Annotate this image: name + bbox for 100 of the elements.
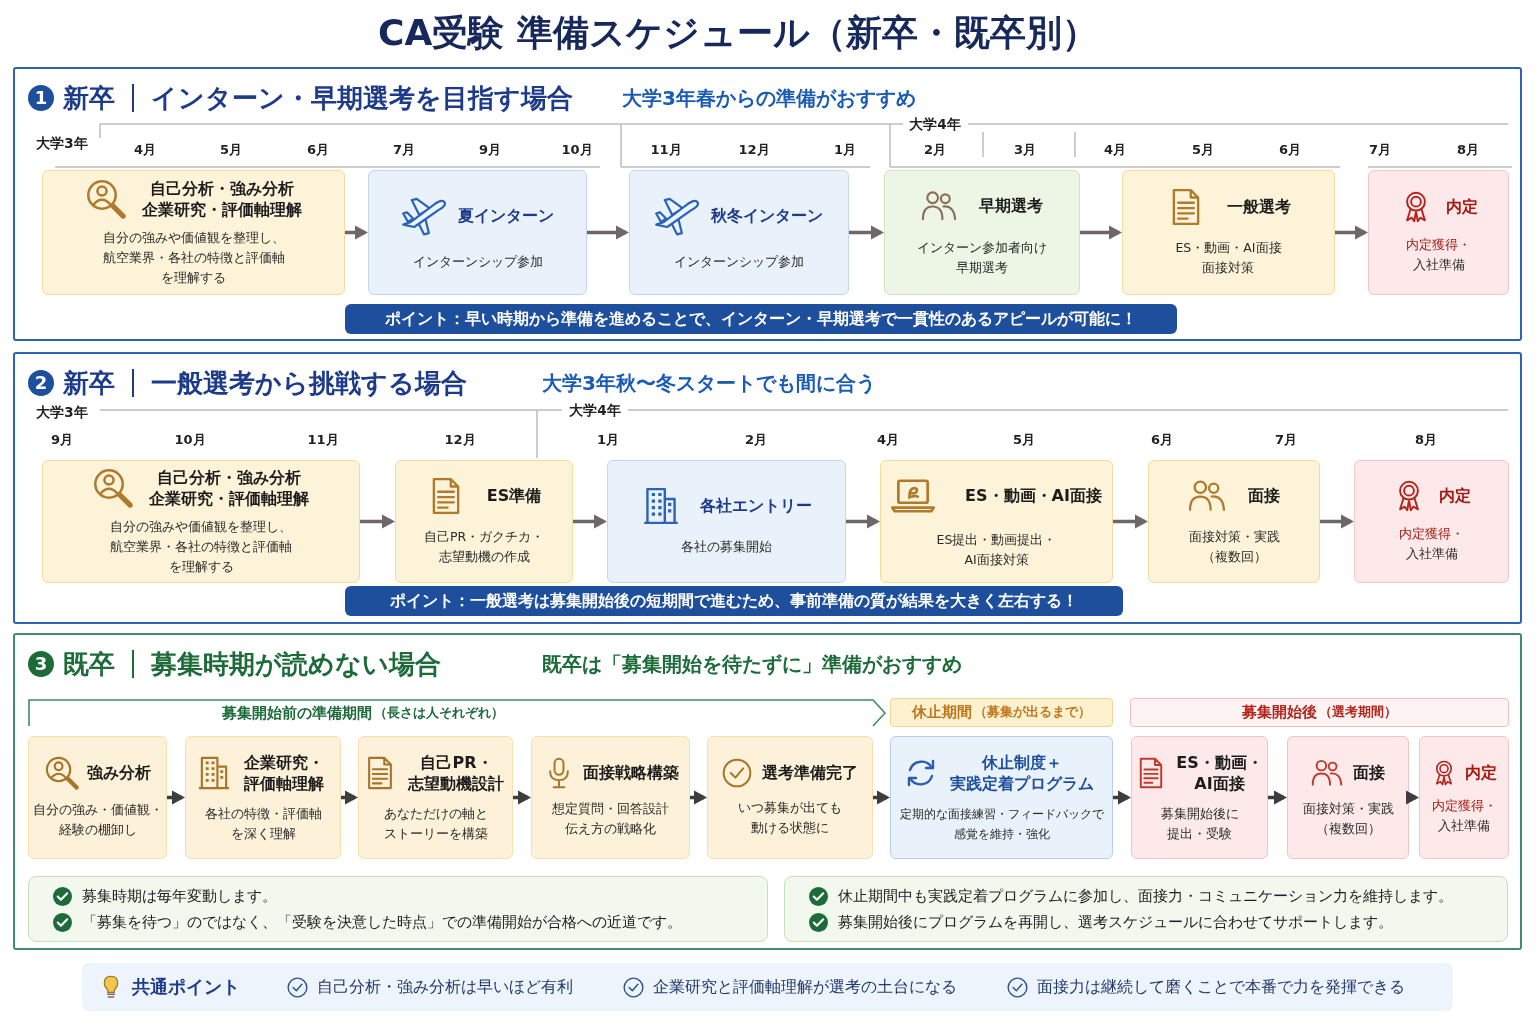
month-label: 4月	[134, 142, 156, 158]
step-description: 想定質問・回答設計	[552, 799, 669, 818]
page-title: CA受験 準備スケジュール（新卒・既卒別）	[378, 11, 1098, 55]
section-number: 2	[28, 370, 54, 396]
step-title: 企業研究・評価軸理解	[149, 487, 309, 509]
common-point-text: 自己分析・強み分析は早いほど有利	[317, 976, 573, 998]
step-card	[368, 170, 587, 295]
flow-arrow	[1080, 225, 1122, 240]
month-label: 4月	[877, 432, 899, 448]
phase-note: （長さは人それぞれ）	[374, 704, 504, 722]
phase-title: 募集開始前の準備期間	[222, 703, 372, 723]
step-description: 伝え方の戦略化	[565, 819, 656, 838]
step-description: （複数回）	[1201, 547, 1267, 566]
month-label: 11月	[650, 142, 682, 158]
flow-arrow	[345, 225, 368, 240]
flow-arrow	[873, 790, 890, 805]
year-label: 大学4年	[569, 402, 621, 418]
step-description: 自分の強みや価値観を整理し、航空業界・各社の特徴と評価軸を理解する	[109, 517, 293, 576]
step-description: 各社の募集開始	[681, 537, 772, 556]
step-description: いつ募集が出ても動ける状態に	[737, 798, 843, 837]
section-subtitle: 既卒は「募集開始を待たずに」準備がおすすめ	[542, 651, 962, 678]
step-title: ES・動画・AI面接	[965, 485, 1102, 506]
step-title: 内定	[1438, 485, 1471, 506]
step-title: 自己PR・志望動機設計	[407, 751, 506, 794]
step-title: 各社エントリー	[699, 495, 812, 516]
step-description: あなただけの軸とストーリーを構築	[383, 804, 488, 843]
section-category: 新卒	[63, 367, 115, 400]
phase-title: 休止期間	[912, 703, 972, 722]
flow-arrow	[1335, 225, 1368, 240]
month-label: 9月	[479, 142, 501, 158]
note-text: 休止期間中も実践定着プログラムに参加し、面接力・コミュニケーション力を維持します。	[838, 886, 1453, 906]
month-label: 6月	[307, 142, 329, 158]
month-label: 8月	[1415, 432, 1437, 448]
step-title: 面接	[1248, 485, 1280, 506]
section-subtitle: 大学3年秋〜冬スタートでも間に合う	[542, 370, 876, 397]
step-title: 企業研究・評価軸理解	[243, 751, 325, 794]
step-card	[607, 460, 846, 583]
note-text: 募集時期は毎年変動します。	[82, 886, 277, 906]
step-title: 内定	[1445, 196, 1478, 217]
step-card	[1354, 460, 1509, 583]
step-description: 面接対策・実践	[1188, 527, 1280, 546]
flow-arrow	[167, 790, 185, 805]
year-label: 大学3年	[36, 135, 88, 151]
month-label: 9月	[51, 432, 73, 448]
flow-arrow	[587, 225, 629, 240]
section-number: 3	[28, 651, 54, 677]
step-title: ES準備	[486, 485, 542, 506]
step-title: 選考準備完了	[762, 762, 858, 783]
note-text: 「募集を待つ」のではなく、「受験を決意した時点」での準備開始が合格への近道です。	[82, 912, 682, 932]
step-card	[1368, 170, 1509, 295]
step-description: 面接対策・実践	[1302, 799, 1394, 818]
step-description: インターン参加者向け早期選考	[916, 238, 1048, 277]
step-description: 入社準備	[1412, 255, 1465, 274]
section-category: 新卒	[63, 82, 115, 115]
step-description: 各社の特徴・評価軸を深く理解	[203, 804, 323, 843]
step-description: 入社準備	[1438, 816, 1490, 835]
step-description: 募集開始後に提出・受験	[1159, 804, 1240, 843]
phase-note: （募集が出るまで）	[974, 704, 1091, 721]
flow-arrow	[1320, 514, 1354, 529]
step-title: 面接	[1353, 762, 1385, 783]
step-description: インターンシップ参加	[674, 252, 804, 271]
flow-arrow	[690, 790, 707, 805]
phase-title: 募集開始後	[1242, 703, 1317, 722]
step-description: 内定獲得・	[1431, 796, 1497, 815]
step-title: 自己分析・強み分析	[157, 466, 301, 488]
step-card	[42, 460, 360, 583]
step-card	[42, 170, 345, 295]
section-heading: 募集時期が読めない場合	[151, 648, 441, 681]
flow-arrow	[1113, 790, 1131, 805]
step-card	[358, 736, 513, 859]
month-label: 5月	[1013, 432, 1035, 448]
step-description: （複数回）	[1315, 819, 1381, 838]
step-title: 自己分析・強み分析	[149, 177, 294, 199]
section-number: 1	[28, 85, 54, 111]
step-card	[1148, 460, 1320, 583]
step-title: 企業研究・評価軸理解	[141, 198, 302, 220]
step-description: 面接対策	[1202, 258, 1255, 277]
flow-arrow	[341, 790, 358, 805]
step-description: ES・動画・AI面接	[1175, 238, 1282, 257]
flow-arrow	[360, 514, 395, 529]
flow-arrow	[846, 514, 880, 529]
point-banner: ポイント：一般選考は募集開始後の短期間で進むため、事前準備の質が結果を大きく左右する！	[345, 586, 1123, 616]
point-banner: ポイント：早い時期から準備を進めることで、インターン・早期選考で一貫性のあるアピールが可能に！	[345, 304, 1177, 334]
step-title: 夏インターン	[457, 205, 554, 226]
flow-arrow	[513, 790, 531, 805]
common-points-title: 共通ポイント	[132, 975, 240, 999]
section-subtitle: 大学3年春からの準備がおすすめ	[622, 85, 916, 112]
step-description: 定期的な面接練習・フィードバックで感覚を維持・強化	[898, 805, 1105, 843]
step-title: 内定	[1465, 762, 1497, 783]
section-heading: 一般選考から挑戦する場合	[151, 367, 467, 400]
month-label: 2月	[745, 432, 767, 448]
month-label: 10月	[174, 432, 206, 448]
note-panel	[784, 876, 1508, 942]
month-label: 7月	[1369, 142, 1391, 158]
step-title: 休止制度＋実践定着プログラム	[949, 751, 1096, 794]
step-title: ES・動画・AI面接	[1175, 751, 1264, 794]
month-label: 5月	[1192, 142, 1214, 158]
month-label: 1月	[834, 142, 856, 158]
month-label: 2月	[924, 142, 946, 158]
month-label: 10月	[561, 142, 593, 158]
